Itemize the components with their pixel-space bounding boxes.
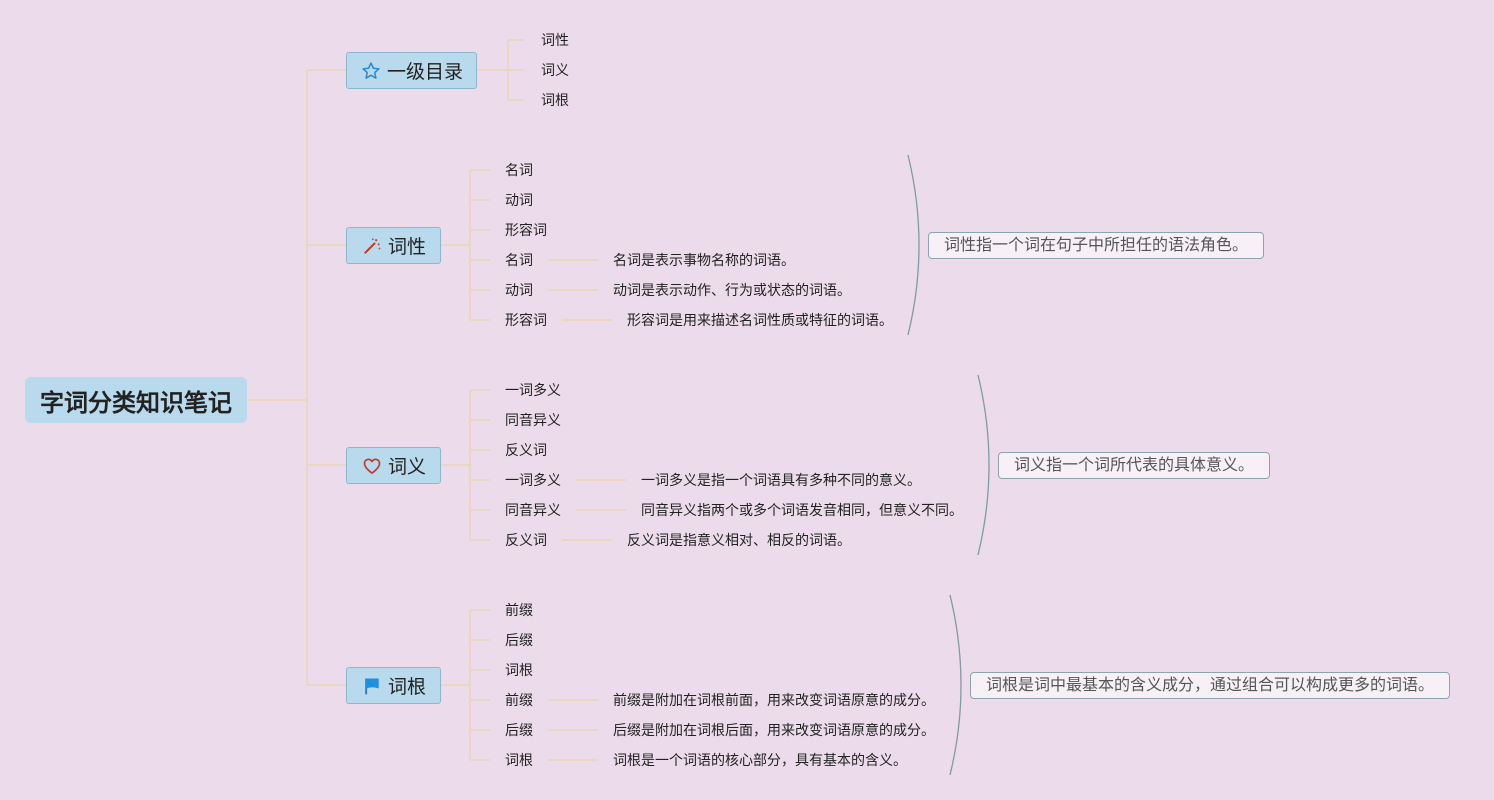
detail-definition[interactable]: 词根是一个词语的核心部分，具有基本的含义。: [613, 752, 907, 768]
heart-outline-icon: [361, 455, 383, 477]
star-outline-icon: [360, 60, 382, 82]
subtopic[interactable]: 后缀: [505, 632, 533, 648]
branch1-connector: [476, 39, 524, 101]
subtopic[interactable]: 同音异义: [505, 412, 561, 428]
topic-yiji-mulu[interactable]: 一级目录: [346, 52, 477, 89]
topic-cigen[interactable]: 词根: [346, 667, 441, 704]
topic-label: 词性: [387, 237, 426, 258]
detail-definition[interactable]: 名词是表示事物名称的词语。: [613, 252, 795, 268]
detail-term[interactable]: 同音异义: [505, 502, 561, 518]
topic-cixing[interactable]: 词性: [346, 227, 441, 264]
summary-brace-cixing: [907, 154, 920, 336]
branch4-connector: [440, 609, 598, 761]
subtopic[interactable]: 前缀: [505, 602, 533, 618]
subtopic[interactable]: 名词: [505, 162, 533, 178]
summary-brace-ciyi: [977, 374, 990, 556]
subtopic[interactable]: 词根: [505, 662, 533, 678]
detail-definition[interactable]: 动词是表示动作、行为或状态的词语。: [613, 282, 851, 298]
root-topic-label: 字词分类知识笔记: [40, 389, 232, 417]
subtopic[interactable]: 词根: [541, 92, 569, 108]
detail-term[interactable]: 前缀: [505, 692, 533, 708]
detail-term[interactable]: 反义词: [505, 532, 547, 548]
subtopic[interactable]: 一词多义: [505, 382, 561, 398]
detail-definition[interactable]: 同音异义指两个或多个词语发音相同，但意义不同。: [641, 502, 963, 518]
detail-definition[interactable]: 反义词是指意义相对、相反的词语。: [627, 532, 851, 548]
summary-ciyi[interactable]: 词义指一个词所代表的具体意义。: [998, 452, 1271, 479]
detail-definition[interactable]: 前缀是附加在词根前面，用来改变词语原意的成分。: [613, 692, 935, 708]
topic-ciyi[interactable]: 词义: [346, 447, 441, 484]
root-connector: [247, 69, 346, 686]
summary-cixing[interactable]: 词性指一个词在句子中所担任的语法角色。: [928, 232, 1265, 259]
detail-term[interactable]: 词根: [505, 752, 533, 768]
topic-label: 词义: [387, 457, 426, 478]
summary-brace-cigen: [949, 594, 962, 776]
detail-term[interactable]: 动词: [505, 282, 533, 298]
detail-term[interactable]: 后缀: [505, 722, 533, 738]
branch2-connector: [440, 169, 612, 321]
detail-definition[interactable]: 后缀是附加在词根后面，用来改变词语原意的成分。: [613, 722, 935, 738]
subtopic[interactable]: 词义: [541, 62, 569, 78]
branch3-connector: [440, 389, 626, 541]
magic-wand-icon: [361, 235, 383, 257]
detail-term[interactable]: 名词: [505, 252, 533, 268]
root-topic[interactable]: 字词分类知识笔记: [25, 377, 247, 423]
subtopic[interactable]: 动词: [505, 192, 533, 208]
summary-cigen[interactable]: 词根是词中最基本的含义成分，通过组合可以构成更多的词语。: [970, 672, 1451, 699]
detail-term[interactable]: 一词多义: [505, 472, 561, 488]
flag-icon: [361, 675, 383, 697]
topic-label: 一级目录: [386, 62, 463, 83]
subtopic[interactable]: 词性: [541, 32, 569, 48]
detail-term[interactable]: 形容词: [505, 312, 547, 328]
subtopic[interactable]: 反义词: [505, 442, 547, 458]
detail-definition[interactable]: 一词多义是指一个词语具有多种不同的意义。: [641, 472, 921, 488]
detail-definition[interactable]: 形容词是用来描述名词性质或特征的词语。: [627, 312, 893, 328]
topic-label: 词根: [387, 677, 426, 698]
subtopic[interactable]: 形容词: [505, 222, 547, 238]
